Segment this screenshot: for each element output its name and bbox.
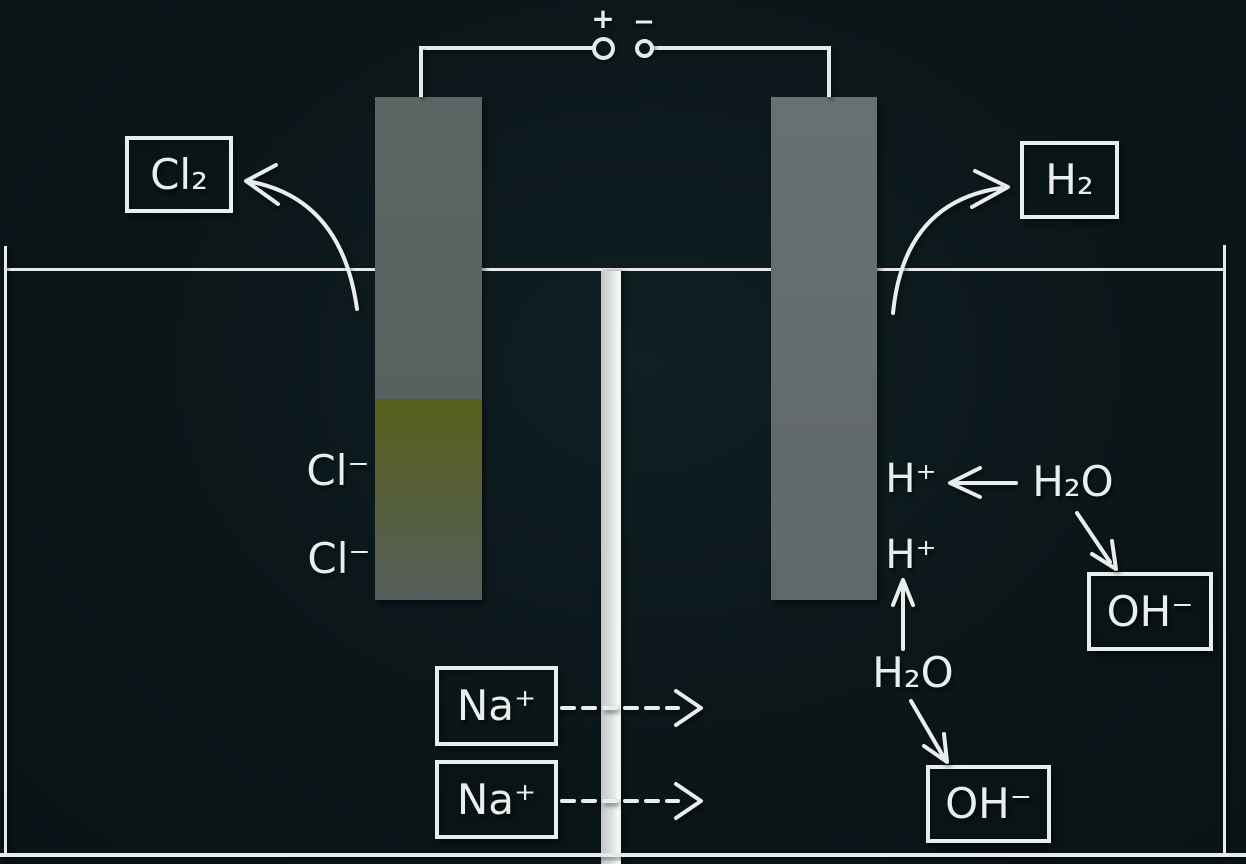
hydrogen-gas-label: H₂ bbox=[1045, 155, 1094, 204]
negative-sign: − bbox=[633, 7, 655, 37]
water2-to-hydroxide2-arrowhead-icon bbox=[922, 732, 949, 764]
sodium-label-1: Na⁺ bbox=[456, 681, 537, 730]
tank-right-wall bbox=[1223, 245, 1226, 857]
water-label-1: H₂O bbox=[1032, 457, 1114, 506]
wire-horizontal-left bbox=[419, 46, 595, 50]
hydroxide-box-1: OH⁻ bbox=[1087, 572, 1213, 651]
tank-bottom-wall bbox=[0, 853, 1246, 857]
hydroxide-label-1: OH⁻ bbox=[1106, 586, 1194, 636]
chloride-ion-label-2: Cl⁻ bbox=[307, 534, 371, 583]
water2-to-hydroxide2-arrow bbox=[909, 699, 945, 758]
positive-terminal-icon bbox=[592, 37, 615, 60]
sodium-migration-arrowhead-2-icon bbox=[674, 782, 703, 820]
positive-sign: + bbox=[591, 2, 615, 35]
anode-electrode bbox=[375, 97, 482, 600]
membrane bbox=[601, 271, 621, 864]
cathode-electrode bbox=[771, 97, 877, 600]
sodium-migration-arrowhead-1-icon bbox=[674, 689, 703, 727]
negative-terminal-icon bbox=[635, 39, 654, 58]
tank-left-wall bbox=[4, 246, 7, 857]
proton-up-arrowhead-icon bbox=[891, 578, 915, 607]
liquid-surface-line bbox=[5, 268, 1224, 271]
proton-label-2: H⁺ bbox=[885, 532, 937, 578]
wire-vertical-right bbox=[827, 46, 831, 97]
wire-horizontal-right bbox=[653, 46, 831, 50]
wire-vertical-left bbox=[419, 46, 423, 97]
chlorine-gas-label: Cl₂ bbox=[150, 149, 208, 199]
water1-to-hydroxide1-arrow bbox=[1075, 511, 1112, 564]
cl2-gas-arrow bbox=[250, 180, 359, 311]
sodium-box-1: Na⁺ bbox=[435, 666, 558, 746]
water-to-proton-arrowhead-icon bbox=[948, 466, 982, 499]
h2-gas-arrow bbox=[891, 186, 1003, 315]
proton-label-1: H⁺ bbox=[885, 456, 937, 502]
sodium-label-2: Na⁺ bbox=[456, 774, 537, 824]
water1-to-hydroxide1-arrowhead-icon bbox=[1090, 539, 1118, 571]
chloride-ion-label-1: Cl⁻ bbox=[306, 446, 370, 495]
hydroxide-box-2: OH⁻ bbox=[926, 765, 1051, 843]
hydrogen-gas-box: H₂ bbox=[1020, 141, 1119, 219]
h2-gas-arrowhead-icon bbox=[970, 169, 1010, 209]
water-label-2: H₂O bbox=[872, 648, 954, 697]
chlorine-gas-box: Cl₂ bbox=[125, 136, 233, 213]
cl2-gas-arrowhead-icon bbox=[244, 163, 280, 206]
hydroxide-label-2: OH⁻ bbox=[945, 779, 1032, 828]
sodium-box-2: Na⁺ bbox=[435, 760, 558, 839]
